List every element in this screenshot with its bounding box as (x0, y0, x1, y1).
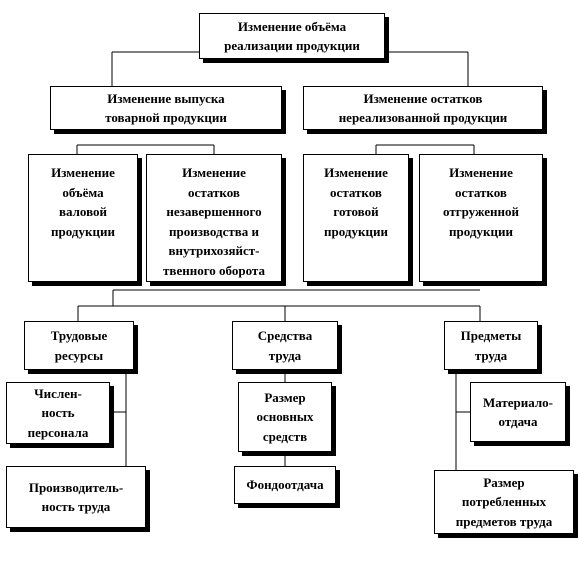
node-labor-resources: Трудовые ресурсы (24, 321, 134, 370)
node-material-return: Материало- отдача (470, 382, 566, 442)
node-means-of-labor: Средства труда (232, 321, 338, 370)
node-fixed-assets-size: Размер основных средств (238, 382, 332, 452)
node-labor-productivity: Производитель- ность труда (6, 466, 146, 528)
node-shipped-goods-stock-change: Изменение остатков отгруженной продукции (419, 154, 543, 282)
node-output-change: Изменение выпуска товарной продукции (50, 86, 282, 130)
node-finished-goods-stock-change: Изменение остатков готовой продукции (303, 154, 409, 282)
node-headcount: Числен- ность персонала (6, 382, 110, 444)
node-wip-stock-change: Изменение остатков незавершенного произв… (146, 154, 282, 282)
node-gross-output-change: Изменение объёма валовой продукции (28, 154, 138, 282)
node-capital-productivity: Фондоотдача (234, 466, 336, 504)
node-unsold-stock-change: Изменение остатков нереализованной проду… (303, 86, 543, 130)
node-consumed-objects-size: Размер потребленных предметов труда (434, 470, 574, 534)
node-objects-of-labor: Предметы труда (444, 321, 538, 370)
node-sales-volume-change: Изменение объёма реализации продукции (199, 13, 385, 59)
